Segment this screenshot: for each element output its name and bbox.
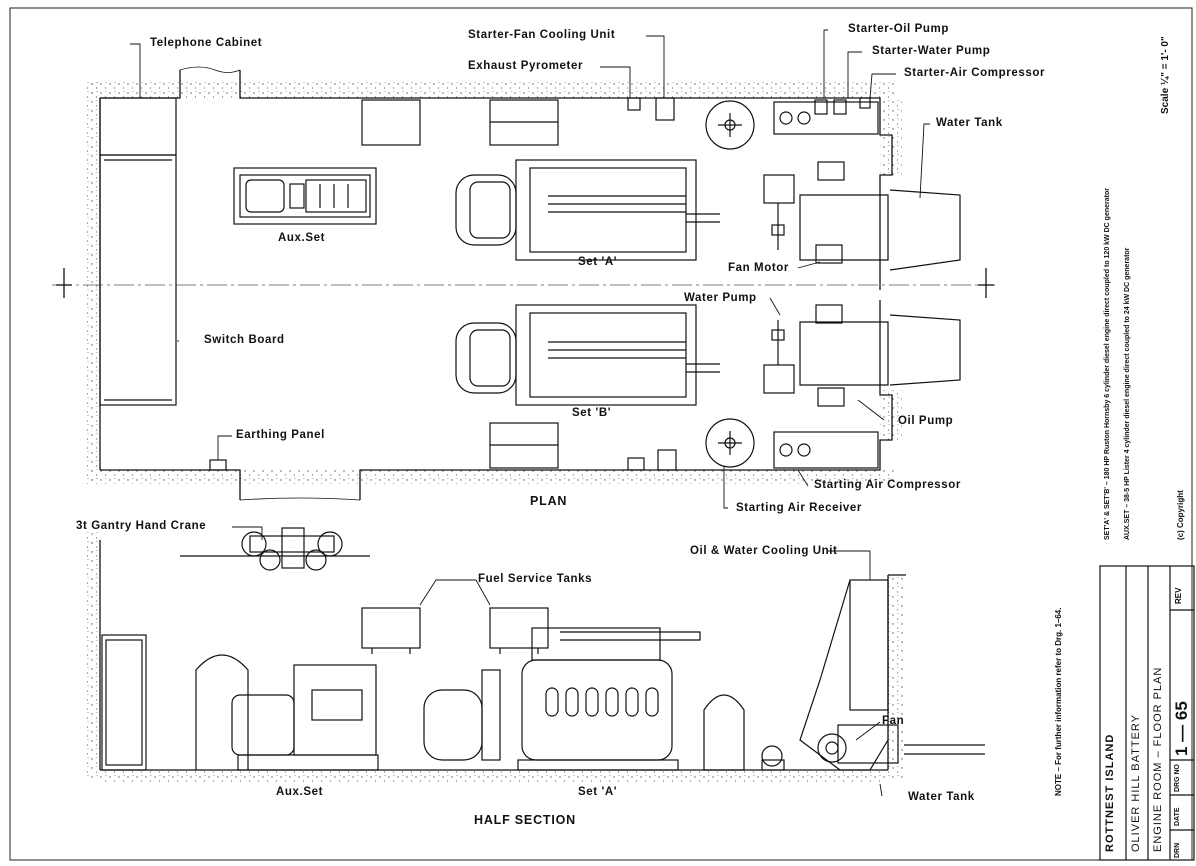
label-starter-oil-pump: Starter-Oil Pump — [848, 23, 949, 35]
air-receivers — [705, 100, 755, 468]
label-starter-water-pump: Starter-Water Pump — [872, 45, 991, 57]
label-oil-pump: Oil Pump — [898, 415, 954, 427]
label-water-pump: Water Pump — [684, 292, 757, 304]
label-telephone-cabinet: Telephone Cabinet — [150, 37, 263, 49]
label-aux-set-plan: Aux.Set — [278, 232, 326, 244]
plan-title: PLAN — [530, 494, 568, 508]
label-starting-air-compressor: Starting Air Compressor — [814, 479, 961, 491]
sheet-border — [9, 7, 1193, 861]
date-label: DATE — [1174, 807, 1181, 826]
gantry-crane — [241, 527, 343, 571]
aux-set-plan — [233, 167, 377, 225]
section-title: HALF SECTION — [474, 813, 576, 827]
plan-cabinets — [209, 97, 677, 471]
section-walls — [84, 530, 904, 784]
label-set-a-plan: Set 'A' — [578, 256, 618, 268]
plan-leader-lines — [130, 29, 930, 509]
label-gantry-crane: 3t Gantry Hand Crane — [76, 520, 207, 532]
note-scale: Scale ¼" = 1'- 0" — [1160, 36, 1171, 114]
title-line-1: ROTTNEST ISLAND — [1104, 733, 1116, 852]
label-fan: Fan — [882, 715, 905, 727]
title-block-frame — [1099, 565, 1195, 861]
set-a-plan — [455, 159, 720, 261]
label-cooling-unit: Oil & Water Cooling Unit — [690, 545, 838, 557]
drn-label: DRN — [1174, 842, 1181, 858]
set-b-plan — [455, 304, 720, 406]
label-set-b-plan: Set 'B' — [572, 407, 612, 419]
switch-board — [99, 97, 177, 406]
plan-outline — [99, 66, 893, 501]
rev-label: REV — [1174, 587, 1183, 604]
note-copyright: (c) Copyright — [1176, 490, 1185, 540]
section-equipment — [101, 579, 899, 771]
label-earthing-panel: Earthing Panel — [236, 429, 325, 441]
label-switch-board: Switch Board — [204, 334, 285, 346]
plan-walls — [84, 80, 902, 484]
section-markers — [56, 268, 994, 298]
label-starter-fan-cooling: Starter-Fan Cooling Unit — [468, 29, 616, 41]
title-line-3: ENGINE ROOM – FLOOR PLAN — [1152, 666, 1164, 852]
title-line-2: OLIVER HILL BATTERY — [1130, 713, 1142, 852]
drg-no: 1 — 65 — [1172, 701, 1191, 756]
label-starting-air-receiver: Starting Air Receiver — [736, 502, 862, 514]
note-set-ab: SET'A' & SET'B' – 180 HP Ruston Hornsby … — [1104, 188, 1111, 540]
section-leader-lines — [232, 526, 883, 797]
compressor-units — [773, 97, 879, 469]
label-exhaust-pyrometer: Exhaust Pyrometer — [468, 60, 584, 72]
label-fuel-tanks: Fuel Service Tanks — [478, 573, 593, 585]
label-fan-motor: Fan Motor — [728, 262, 789, 274]
note-further-info: NOTE – For further information refer to … — [1054, 607, 1063, 796]
fan-units-plan — [763, 161, 961, 407]
note-aux-set: AUX.SET – 38-5 HP Lister 4 cylinder dies… — [1124, 247, 1131, 540]
label-water-tank-section: Water Tank — [908, 791, 975, 803]
drg-no-label: DRG NO — [1174, 764, 1181, 792]
section-outline — [99, 540, 985, 771]
label-starter-air-compressor: Starter-Air Compressor — [904, 67, 1046, 79]
label-aux-set-section: Aux.Set — [276, 786, 324, 798]
label-water-tank: Water Tank — [936, 117, 1003, 129]
label-set-a-section: Set 'A' — [578, 786, 618, 798]
